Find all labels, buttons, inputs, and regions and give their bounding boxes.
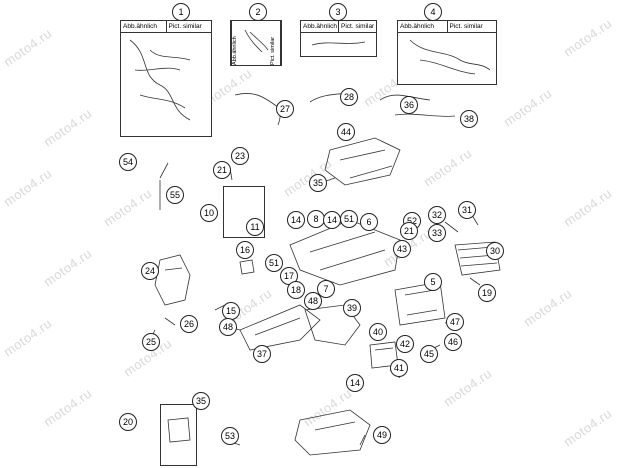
callout-5[interactable]: 5 xyxy=(424,273,442,291)
callout-10[interactable]: 10 xyxy=(200,204,218,222)
wiring-harness-2 xyxy=(244,29,269,53)
callout-45[interactable]: 45 xyxy=(420,345,438,363)
callout-49[interactable]: 49 xyxy=(373,426,391,444)
callout-36[interactable]: 36 xyxy=(400,96,418,114)
inset-label-de: Abb.ähnlich xyxy=(400,23,434,30)
assembly-49 xyxy=(294,409,371,456)
inset-label-en: Pict. similar xyxy=(165,21,212,32)
callout-20[interactable]: 20 xyxy=(119,413,137,431)
callout-33[interactable]: 33 xyxy=(428,224,446,242)
callout-48[interactable]: 48 xyxy=(304,292,322,310)
callout-40[interactable]: 40 xyxy=(369,323,387,341)
ecu-housing xyxy=(289,219,401,286)
callout-30[interactable]: 30 xyxy=(486,242,504,260)
callout-24[interactable]: 24 xyxy=(141,262,159,280)
callout-44[interactable]: 44 xyxy=(337,123,355,141)
callout-37[interactable]: 37 xyxy=(253,345,271,363)
inset-box-4: Abb.ähnlich Pict. similar xyxy=(397,20,497,85)
callout-14c[interactable]: 14 xyxy=(346,374,364,392)
assembly-20 xyxy=(167,417,191,443)
inset-label-en: Pict. similar xyxy=(338,21,376,32)
callout-43[interactable]: 43 xyxy=(393,240,411,258)
callout-35b[interactable]: 35 xyxy=(192,392,210,410)
callout-27[interactable]: 27 xyxy=(276,100,294,118)
frame-plate xyxy=(239,304,321,351)
callout-14[interactable]: 14 xyxy=(287,211,305,229)
control-unit xyxy=(454,241,501,276)
inset-label-de: Abb.ähnlich xyxy=(123,23,157,30)
callout-41[interactable]: 41 xyxy=(390,359,408,377)
inset-box-1: Abb.ähnlich Pict. similar xyxy=(120,20,212,137)
cable-27 xyxy=(234,93,281,126)
callout-54[interactable]: 54 xyxy=(119,153,137,171)
inset-label-de: Abb.ähnlich xyxy=(303,23,337,30)
callout-39[interactable]: 39 xyxy=(343,299,361,317)
callout-47[interactable]: 47 xyxy=(446,313,464,331)
wiring-harness-1 xyxy=(129,39,191,121)
callout-15[interactable]: 15 xyxy=(222,302,240,320)
callout-31[interactable]: 31 xyxy=(458,201,476,219)
callout-16[interactable]: 16 xyxy=(236,241,254,259)
cable-38 xyxy=(394,113,456,117)
callout-53[interactable]: 53 xyxy=(221,427,239,445)
assembly-24 xyxy=(154,254,191,306)
callout-25[interactable]: 25 xyxy=(142,333,160,351)
battery-tray xyxy=(324,137,401,186)
wiring-harness-3 xyxy=(311,41,366,46)
callout-55[interactable]: 55 xyxy=(166,186,184,204)
bracket-39 xyxy=(304,304,361,346)
callout-38[interactable]: 38 xyxy=(460,110,478,128)
inset-box-2: Abb.ähnlich Pict. similar xyxy=(230,20,282,66)
callout-7[interactable]: 7 xyxy=(317,280,335,298)
callout-11[interactable]: 11 xyxy=(246,218,264,236)
callout-48b[interactable]: 48 xyxy=(219,318,237,336)
callout-4[interactable]: 4 xyxy=(424,3,442,21)
callout-32[interactable]: 32 xyxy=(428,206,446,224)
callout-14b[interactable]: 14 xyxy=(323,211,341,229)
callout-51[interactable]: 51 xyxy=(340,210,358,228)
callout-19[interactable]: 19 xyxy=(478,284,496,302)
cable-36 xyxy=(379,94,431,101)
callout-46[interactable]: 46 xyxy=(444,333,462,351)
callout-51b[interactable]: 51 xyxy=(265,254,283,272)
inset-box-20 xyxy=(160,404,197,466)
inset-label-en: Pict. similar xyxy=(446,21,497,32)
callout-3[interactable]: 3 xyxy=(329,3,347,21)
callout-28[interactable]: 28 xyxy=(340,88,358,106)
callout-26[interactable]: 26 xyxy=(180,315,198,333)
callout-21[interactable]: 21 xyxy=(213,161,231,179)
callout-23[interactable]: 23 xyxy=(231,147,249,165)
callout-35[interactable]: 35 xyxy=(309,174,327,192)
callout-2[interactable]: 2 xyxy=(249,3,267,21)
part-16 xyxy=(239,259,255,275)
callout-42[interactable]: 42 xyxy=(396,335,414,353)
callout-18[interactable]: 18 xyxy=(287,281,305,299)
wiring-harness-4 xyxy=(409,39,491,75)
callout-21b[interactable]: 21 xyxy=(400,222,418,240)
callout-6[interactable]: 6 xyxy=(360,213,378,231)
callout-1[interactable]: 1 xyxy=(172,3,190,21)
